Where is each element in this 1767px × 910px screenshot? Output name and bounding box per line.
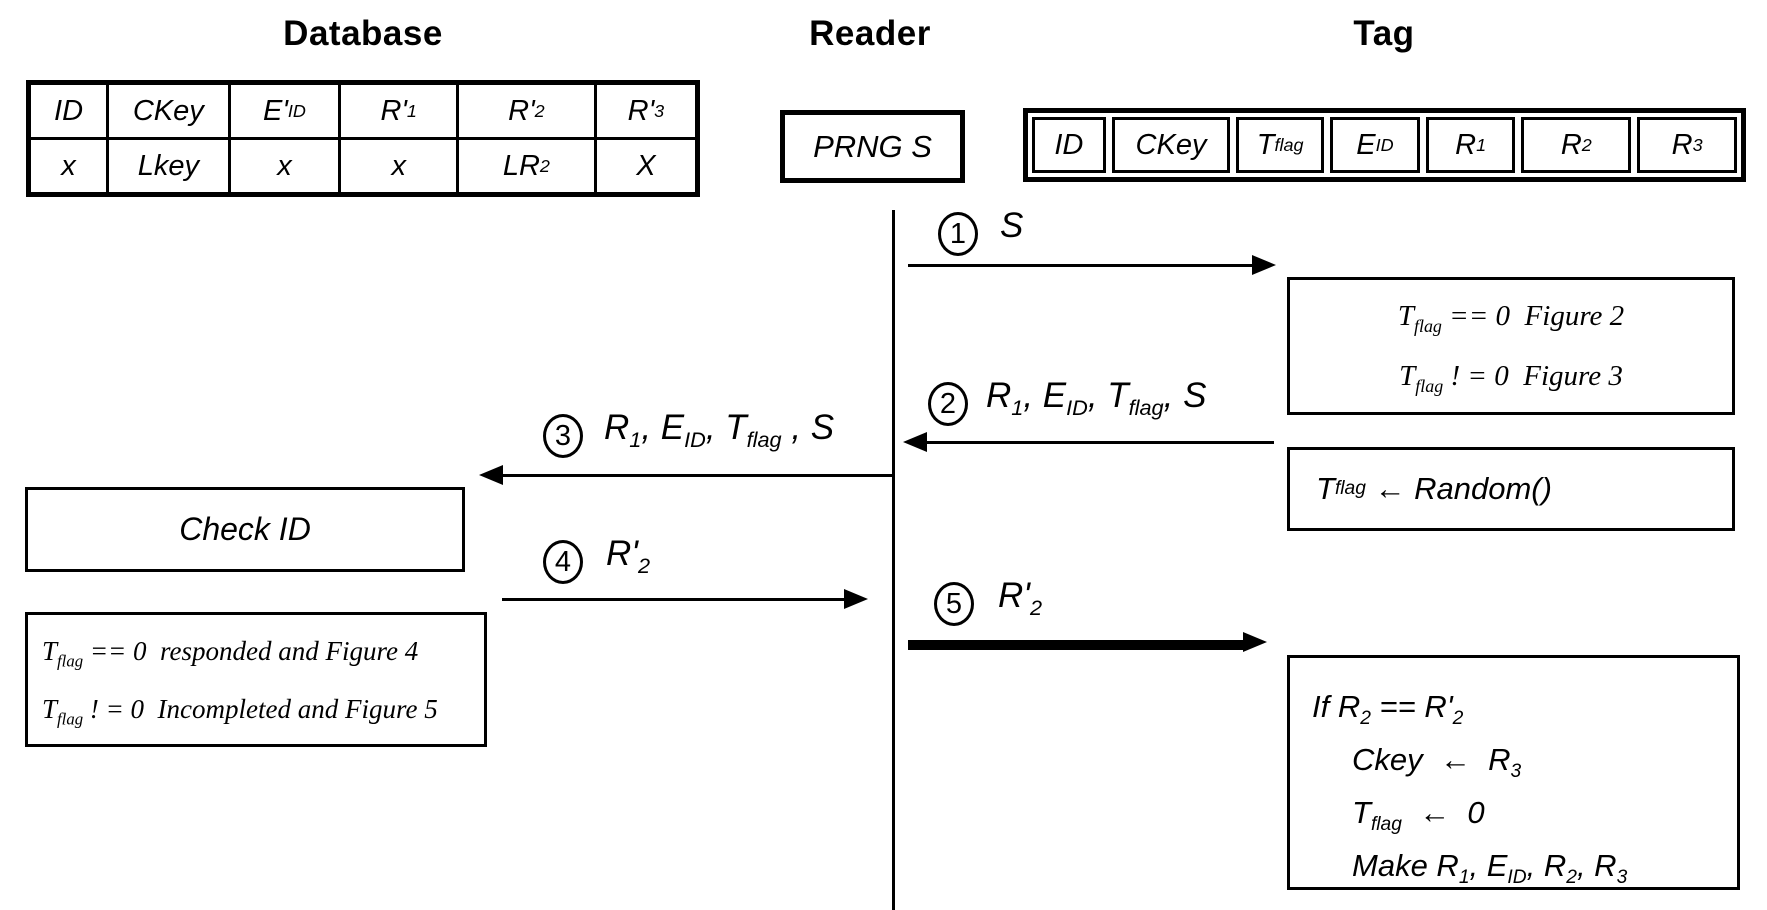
msg2-step-badge: 2 [928,382,968,426]
db-result-line2: Tflag ! = 0 Incompleted and Figure 5 [42,693,438,728]
tag-update-note: If R2 == R'2 Ckey ← R3 Tflag ← 0 Make R1… [1287,655,1740,890]
database-value-r1: x [338,140,456,192]
msg5-label: R'2 [998,576,1043,620]
database-header-r2: R'2 [455,85,594,137]
database-header-row: ID CKey E'ID R'1 R'2 R'3 [31,85,695,137]
msg3-label: R1, EID, Tflag , S [604,408,835,452]
msg1-label: S [1000,206,1024,245]
check-id-box: Check ID [25,487,465,572]
database-header-r3: R'3 [593,85,695,137]
database-header-id: ID [54,94,84,127]
msg1-arrowhead-right-icon [1252,255,1276,275]
tag-update-line3: Tflag ← 0 [1352,795,1485,836]
tag-title: Tag [1353,14,1415,53]
msg3-arrow-line [503,474,893,477]
msg5-arrow-line [908,640,1245,650]
msg2-arrow-line [927,441,1274,444]
database-value-r3: X [593,140,695,192]
reader-lifeline [892,210,895,910]
database-header-ckey: CKey [106,85,227,137]
msg1-arrow-line [908,264,1256,267]
database-header-r1: R'1 [338,85,456,137]
database-value-ckey: Lkey [106,140,227,192]
database-value-eid: x [227,140,339,192]
db-result-line1: Tflag == 0 responded and Figure 4 [42,635,419,670]
msg5-arrowhead-right-icon [1243,632,1267,652]
msg2-arrowhead-left-icon [903,432,927,452]
msg2-label: R1, EID, Tflag, S [986,376,1207,420]
msg4-arrow-line [502,598,846,601]
msg4-label: R'2 [606,534,651,578]
database-title: Database [283,14,443,53]
reader-prng-box: PRNG S [780,110,965,183]
database-value-id: x [61,149,76,182]
tag-update-line1: If R2 == R'2 [1312,689,1464,730]
tag-cell-ckey: CKey [1111,117,1231,173]
msg3-arrowhead-left-icon [479,465,503,485]
tag-update-line2: Ckey ← R3 [1352,742,1522,783]
msg4-arrowhead-right-icon [844,589,868,609]
tag-update-line4: Make R1, EID, R2, R3 [1352,848,1628,889]
database-header-eid: E'ID [227,85,339,137]
db-result-note: Tflag == 0 responded and Figure 4 Tflag … [25,612,487,747]
tag-cell-id: ID [1032,117,1106,173]
tag-branch-line1: Tflag == 0 Figure 2 [1397,300,1625,336]
tag-branch-line2: Tflag ! = 0 Figure 3 [1399,360,1623,396]
tag-branch-note: Tflag == 0 Figure 2 Tflag ! = 0 Figure 3 [1287,277,1735,415]
msg5-step-badge: 5 [934,582,974,626]
msg4-step-badge: 4 [543,540,583,584]
reader-title: Reader [809,14,931,53]
msg3-step-badge: 3 [543,414,583,458]
msg1-step-badge: 1 [938,212,978,256]
